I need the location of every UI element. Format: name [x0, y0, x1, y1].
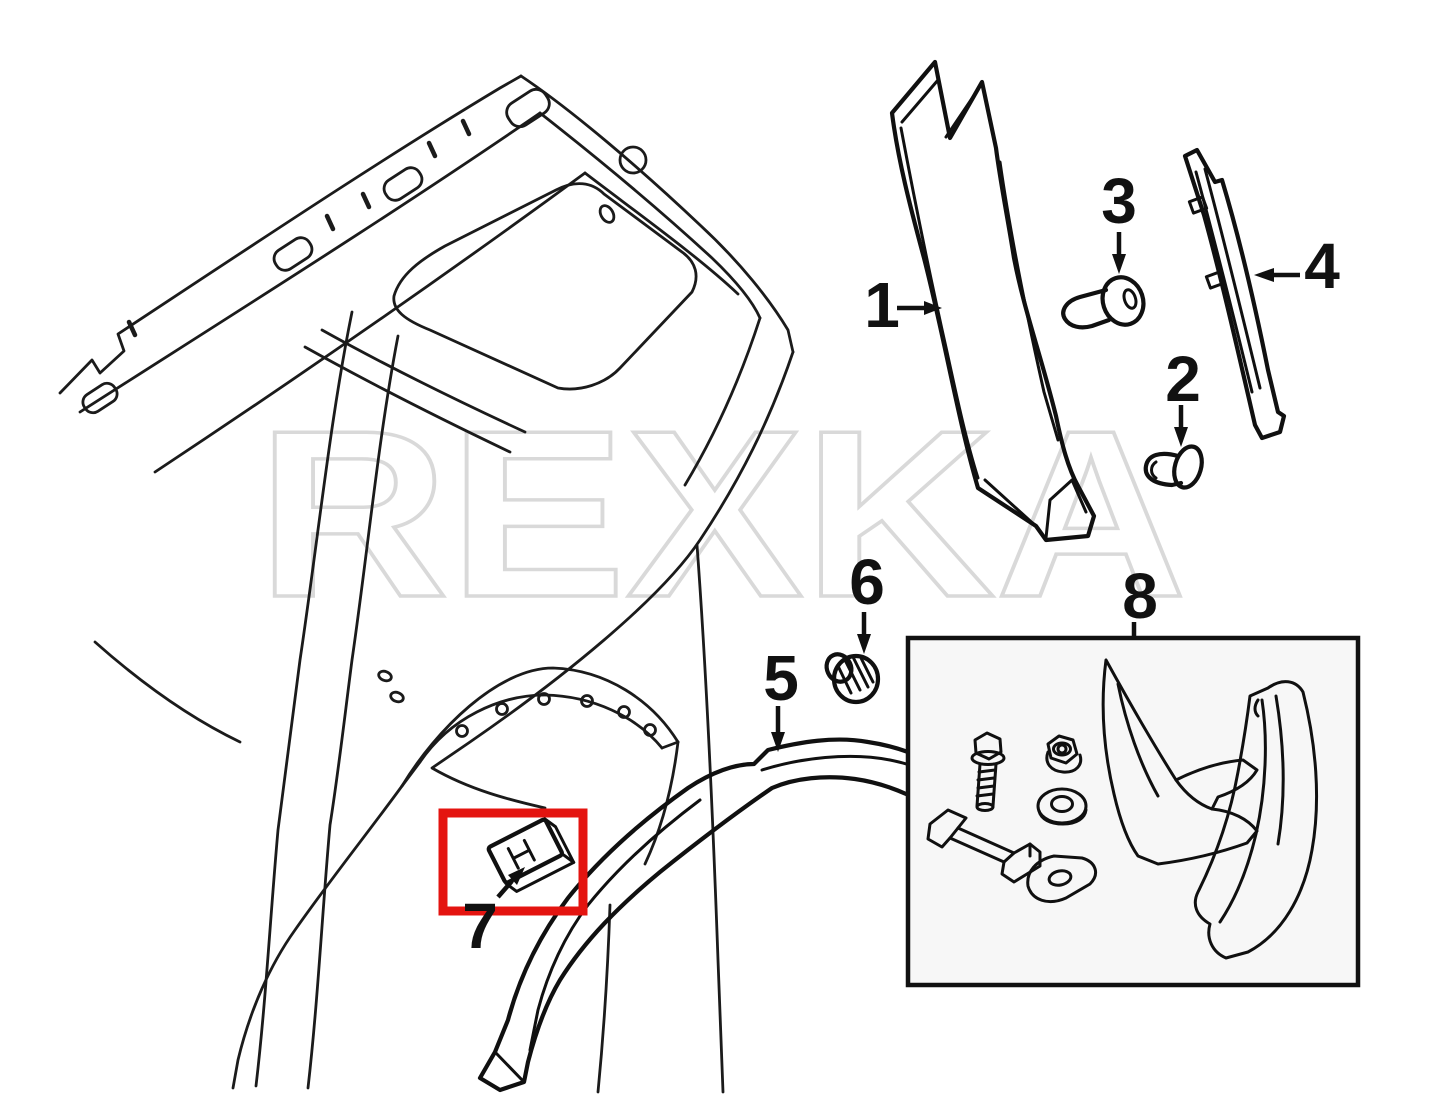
callout-arrowhead-7: [508, 867, 525, 885]
callout-arrowhead-6: [857, 634, 871, 654]
callout-label-7: 7: [462, 890, 498, 962]
callout-arrowhead-1: [924, 301, 942, 315]
watermark-text: REXKA: [257, 382, 1187, 647]
callout-label-4: 4: [1304, 230, 1340, 302]
callout-arrowhead-3: [1112, 254, 1126, 274]
callouts: 1 2 3 4 5 6 8: [763, 165, 1340, 752]
part-4-trim-strip: [1182, 147, 1287, 441]
callout-arrow-7: [496, 879, 514, 899]
kit-bracket-plate: [1026, 854, 1098, 903]
callout-arrowhead-2: [1174, 427, 1188, 447]
callout-label-1: 1: [864, 269, 900, 341]
callout-label-3: 3: [1101, 165, 1137, 237]
part-6-grommet: [824, 652, 881, 705]
callout-arrowhead-5: [771, 732, 785, 752]
kit-bracket: [926, 808, 1042, 884]
part-7-clip: [486, 817, 576, 893]
roof-hole-oval: [598, 204, 616, 224]
roof-hole-round: [618, 145, 648, 175]
vehicle-body-drawing: [58, 74, 795, 1094]
kit-bolt: [970, 731, 1006, 812]
highlight-rectangle: [438, 808, 588, 916]
kit-box-frame: [905, 635, 1361, 988]
rail-slots: [81, 87, 551, 415]
window-opening: [392, 182, 698, 391]
callout-label-6: 6: [849, 546, 885, 618]
arch-flange-holes: [455, 692, 657, 738]
part-1-pillar-trim: [889, 59, 1097, 543]
kit-washer: [1036, 787, 1088, 826]
part-3-screw: [1061, 275, 1146, 330]
rail-tick-marks: [126, 118, 472, 338]
callout-label-8: 8: [1122, 560, 1158, 632]
kit-mudguard-rear: [1193, 680, 1319, 960]
kit-flange-nut: [1045, 734, 1083, 774]
part-8-kit-box: [905, 635, 1361, 988]
callout-label-2: 2: [1165, 343, 1201, 415]
kit-mudguard-front: [1101, 658, 1259, 866]
callout-arrowhead-4: [1254, 268, 1274, 282]
part-2-clip: [1143, 444, 1204, 490]
callout-label-5: 5: [763, 642, 799, 714]
